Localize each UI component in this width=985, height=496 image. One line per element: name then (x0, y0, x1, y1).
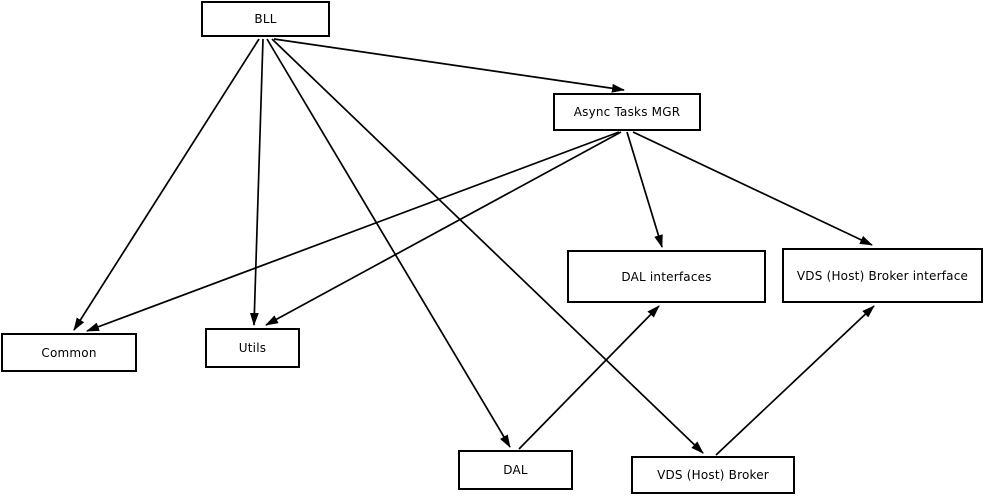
edge-async-to-vds-if (632, 131, 873, 246)
edge-bll-to-common (73, 38, 260, 331)
node-dal-if: DAL interfaces (567, 250, 766, 303)
node-vds-broker: VDS (Host) Broker (631, 456, 795, 494)
edge-bll-to-async (273, 38, 625, 93)
edge-bll-to-dal (266, 38, 511, 448)
node-dal: DAL (458, 450, 573, 490)
node-async: Async Tasks MGR (553, 93, 701, 131)
edge-bll-to-utils (249, 38, 264, 326)
edge-async-to-utils (265, 131, 622, 326)
edge-vds-broker-to-vds-if (715, 305, 875, 456)
edge-async-to-dal-if (626, 131, 663, 248)
node-common: Common (1, 333, 137, 372)
node-utils: Utils (205, 328, 300, 368)
node-label-bll: BLL (254, 12, 277, 26)
node-label-vds-if: VDS (Host) Broker interface (796, 268, 969, 283)
node-vds-if: VDS (Host) Broker interface (782, 248, 983, 303)
node-label-dal-if: DAL interfaces (621, 269, 712, 284)
node-label-async: Async Tasks MGR (573, 105, 681, 119)
node-label-common: Common (41, 345, 97, 360)
node-bll: BLL (201, 1, 330, 37)
node-label-utils: Utils (238, 341, 267, 355)
edge-dal-to-dal-if (518, 305, 660, 450)
edge-async-to-common (86, 131, 620, 332)
node-label-dal: DAL (503, 463, 528, 477)
node-label-vds-broker: VDS (Host) Broker (657, 468, 769, 482)
edge-bll-to-vds-broker (271, 38, 704, 454)
